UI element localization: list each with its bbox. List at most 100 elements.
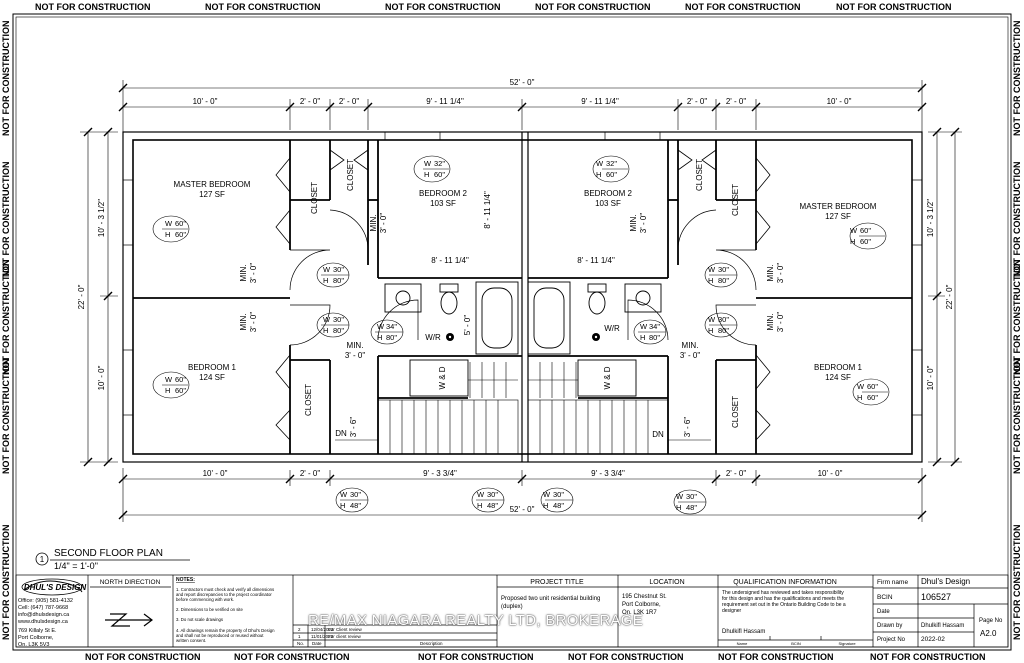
svg-text:H: H bbox=[676, 503, 681, 512]
project-title-line2: (duplex) bbox=[501, 604, 523, 610]
svg-text:W: W bbox=[596, 159, 604, 168]
bcin-label: BCIN bbox=[877, 594, 893, 601]
svg-text:48": 48" bbox=[553, 501, 564, 510]
inner-dim-3: 8' - 11 1/4" bbox=[483, 191, 492, 229]
title-block-grid bbox=[15, 574, 1009, 648]
right-dim-1: 10' - 3 1/2" bbox=[926, 199, 935, 237]
washroom-left: W/R bbox=[425, 333, 441, 342]
sig-header-bcin: BCIN bbox=[791, 641, 801, 646]
bedroom2-right-label: BEDROOM 2 bbox=[584, 189, 633, 198]
svg-text:30": 30" bbox=[718, 315, 729, 324]
inner-dim-5: 3' - 6" bbox=[349, 417, 358, 438]
location-label: LOCATION bbox=[649, 579, 684, 586]
min-label-4: MIN. bbox=[629, 215, 638, 232]
stair-down-left: DN bbox=[335, 429, 347, 438]
svg-text:80": 80" bbox=[333, 326, 344, 335]
min-label-1: MIN. bbox=[239, 265, 248, 282]
inner-dim-1: 8' - 11 1/4" bbox=[431, 256, 469, 265]
project-title-label: PROJECT TITLE bbox=[530, 579, 584, 586]
svg-text:30": 30" bbox=[718, 265, 729, 274]
rev-2-no: 2 bbox=[298, 627, 301, 632]
washroom-right: W/R bbox=[604, 324, 620, 333]
bottom-dim-5: 2' - 0" bbox=[726, 469, 747, 478]
banner-top-2: NOT FOR CONSTRUCTION bbox=[205, 2, 321, 12]
qual-line-2: for this design and has the qualificatio… bbox=[722, 596, 844, 602]
svg-text:60": 60" bbox=[175, 230, 186, 239]
svg-text:32": 32" bbox=[434, 159, 445, 168]
svg-text:32": 32" bbox=[606, 159, 617, 168]
banner-bottom-6: NOT FOR CONSTRUCTION bbox=[870, 652, 986, 662]
svg-text:80": 80" bbox=[718, 326, 729, 335]
banner-bottom-2: NOT FOR CONSTRUCTION bbox=[234, 652, 350, 662]
overall-width-dim: 52' - 0" bbox=[510, 78, 535, 87]
svg-text:W: W bbox=[708, 265, 716, 274]
view-title: SECOND FLOOR PLAN bbox=[54, 548, 163, 559]
notes-label: NOTES: bbox=[176, 577, 195, 583]
right-dim-2: 10' - 0" bbox=[926, 365, 935, 390]
svg-text:H: H bbox=[640, 333, 645, 342]
top-dim-5: 9' - 11 1/4" bbox=[581, 97, 619, 106]
svg-text:W: W bbox=[676, 492, 684, 501]
view-number-circle bbox=[35, 552, 49, 566]
svg-text:W: W bbox=[165, 219, 173, 228]
overall-depth-dim-right: 22' - 0" bbox=[945, 284, 954, 309]
closet-label-1: CLOSET bbox=[310, 182, 319, 214]
page-no: A2.0 bbox=[980, 629, 997, 638]
svg-text:H: H bbox=[323, 326, 328, 335]
sig-header-name: Name bbox=[737, 641, 748, 646]
svg-text:60": 60" bbox=[606, 170, 617, 179]
rev-1-desc: For client review bbox=[328, 634, 362, 639]
banner-top-1: NOT FOR CONSTRUCTION bbox=[35, 2, 151, 12]
location-line-1: 195 Chestnut St. bbox=[622, 594, 667, 600]
note-1c: before commencing with work. bbox=[176, 597, 234, 602]
bedroom1-right-area: 124 SF bbox=[825, 373, 851, 382]
svg-text:W: W bbox=[708, 315, 716, 324]
closet-doors bbox=[275, 149, 771, 441]
svg-text:H: H bbox=[596, 170, 601, 179]
svg-text:48": 48" bbox=[686, 503, 697, 512]
svg-text:60": 60" bbox=[175, 386, 186, 395]
company-line-4: www.dhulsdesign.ca bbox=[17, 619, 69, 625]
min-label-6: MIN. bbox=[766, 314, 775, 331]
company-line-3: info@dhulsdesign.ca bbox=[18, 612, 70, 618]
bedroom1-right-label: BEDROOM 1 bbox=[814, 363, 863, 372]
svg-text:60": 60" bbox=[860, 237, 871, 246]
svg-text:60": 60" bbox=[867, 393, 878, 402]
top-dim-8: 10' - 0" bbox=[827, 97, 852, 106]
svg-text:60": 60" bbox=[175, 219, 186, 228]
interior-walls-right bbox=[528, 140, 912, 454]
project-no-label: Project No bbox=[877, 637, 906, 643]
min-dim-3: 3' - 0" bbox=[379, 213, 388, 234]
designer-name: Dhulkifl Hassam bbox=[722, 629, 765, 635]
date-label: Date bbox=[877, 609, 890, 615]
bath-fixtures bbox=[384, 281, 662, 397]
min-dim-2: 3' - 0" bbox=[249, 312, 258, 333]
svg-text:60": 60" bbox=[434, 170, 445, 179]
min-label-2: MIN. bbox=[239, 314, 248, 331]
svg-text:60": 60" bbox=[175, 375, 186, 384]
svg-text:W: W bbox=[377, 322, 385, 331]
dimension-lines bbox=[80, 80, 962, 522]
min-label-7: MIN. bbox=[347, 341, 364, 350]
note-3: 3. Do not scale drawings bbox=[176, 617, 223, 622]
inner-dim-2: 8' - 11 1/4" bbox=[577, 256, 615, 265]
stair-down-right: DN bbox=[652, 430, 664, 439]
svg-text:H: H bbox=[323, 276, 328, 285]
drawn-by-label: Drawn by bbox=[877, 623, 902, 629]
qual-line-4: designer bbox=[722, 608, 742, 614]
company-line-6: Port Colborne, bbox=[18, 635, 54, 641]
top-dim-2: 2' - 0" bbox=[300, 97, 321, 106]
top-dim-4: 9' - 11 1/4" bbox=[426, 97, 464, 106]
svg-text:W: W bbox=[857, 382, 865, 391]
svg-text:48": 48" bbox=[487, 501, 498, 510]
bedroom2-right-area: 103 SF bbox=[595, 199, 621, 208]
svg-text:W: W bbox=[340, 490, 348, 499]
bedroom1-left-area: 124 SF bbox=[199, 373, 225, 382]
bcin-number: 106527 bbox=[921, 592, 951, 602]
svg-text:48": 48" bbox=[350, 501, 361, 510]
